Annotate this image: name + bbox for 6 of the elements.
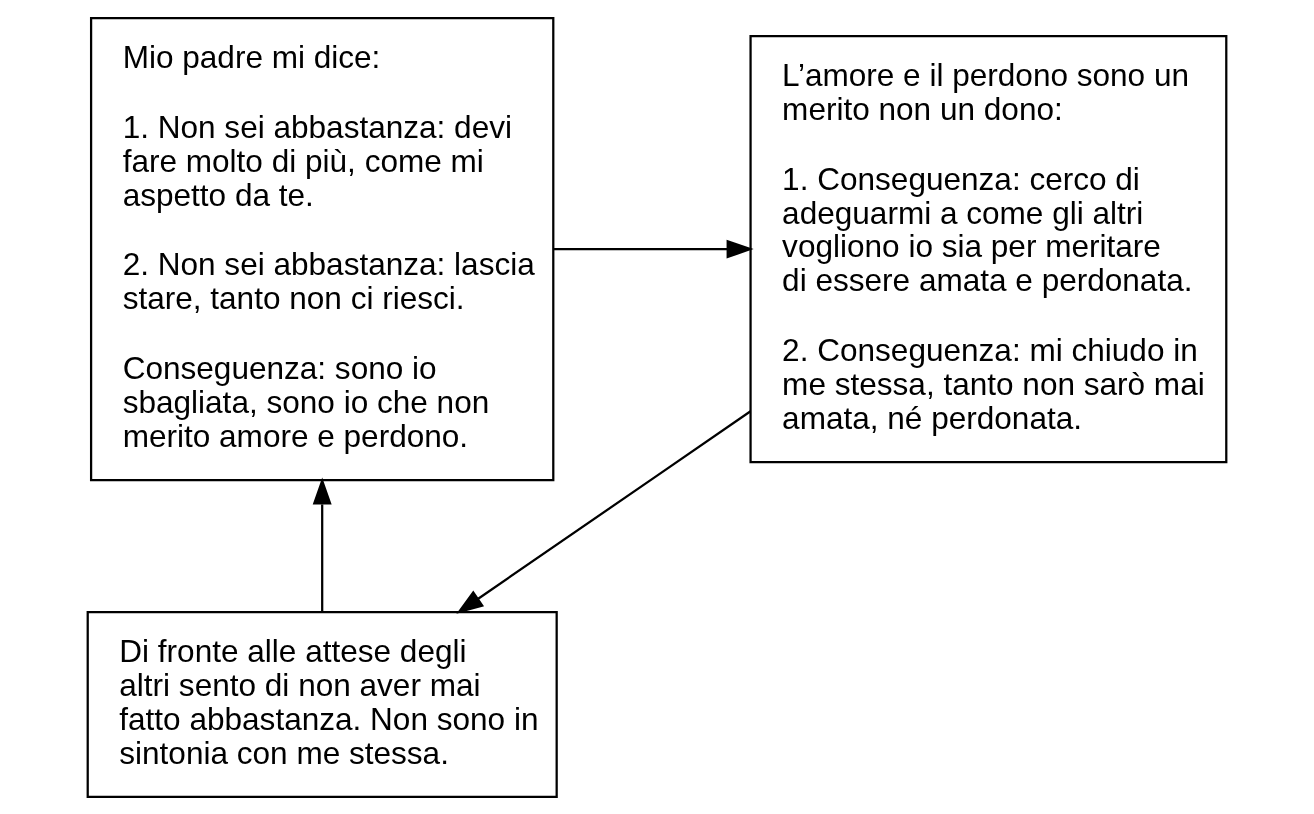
node-box: L’amore e il perdono sono un merito non un dono: 1. Conseguenza: cerco di adeguarmi a come gli altri vogliono io sia per meritare di essere amata e perdonata. 2. Conseguenza: mi chiudo in me stessa, tanto non sarò mai amata, né perdonata. [749, 34, 1228, 463]
arrow [456, 409, 752, 614]
node-box: Di fronte alle attese degli altri sento di non aver mai fatto abbastanza. Non sono in sintonia con me stessa. [86, 610, 558, 798]
arrow [312, 477, 332, 612]
node-box: Mio padre mi dice: 1. Non sei abbastanza: devi fare molto di più, come mi aspetto da te. 2. Non sei abbastanza: lascia stare, tanto non ci riesci. Conseguenza: sono io sbagliata, sono io che non merito amore e perdono. [89, 16, 555, 481]
arrow [554, 239, 754, 259]
